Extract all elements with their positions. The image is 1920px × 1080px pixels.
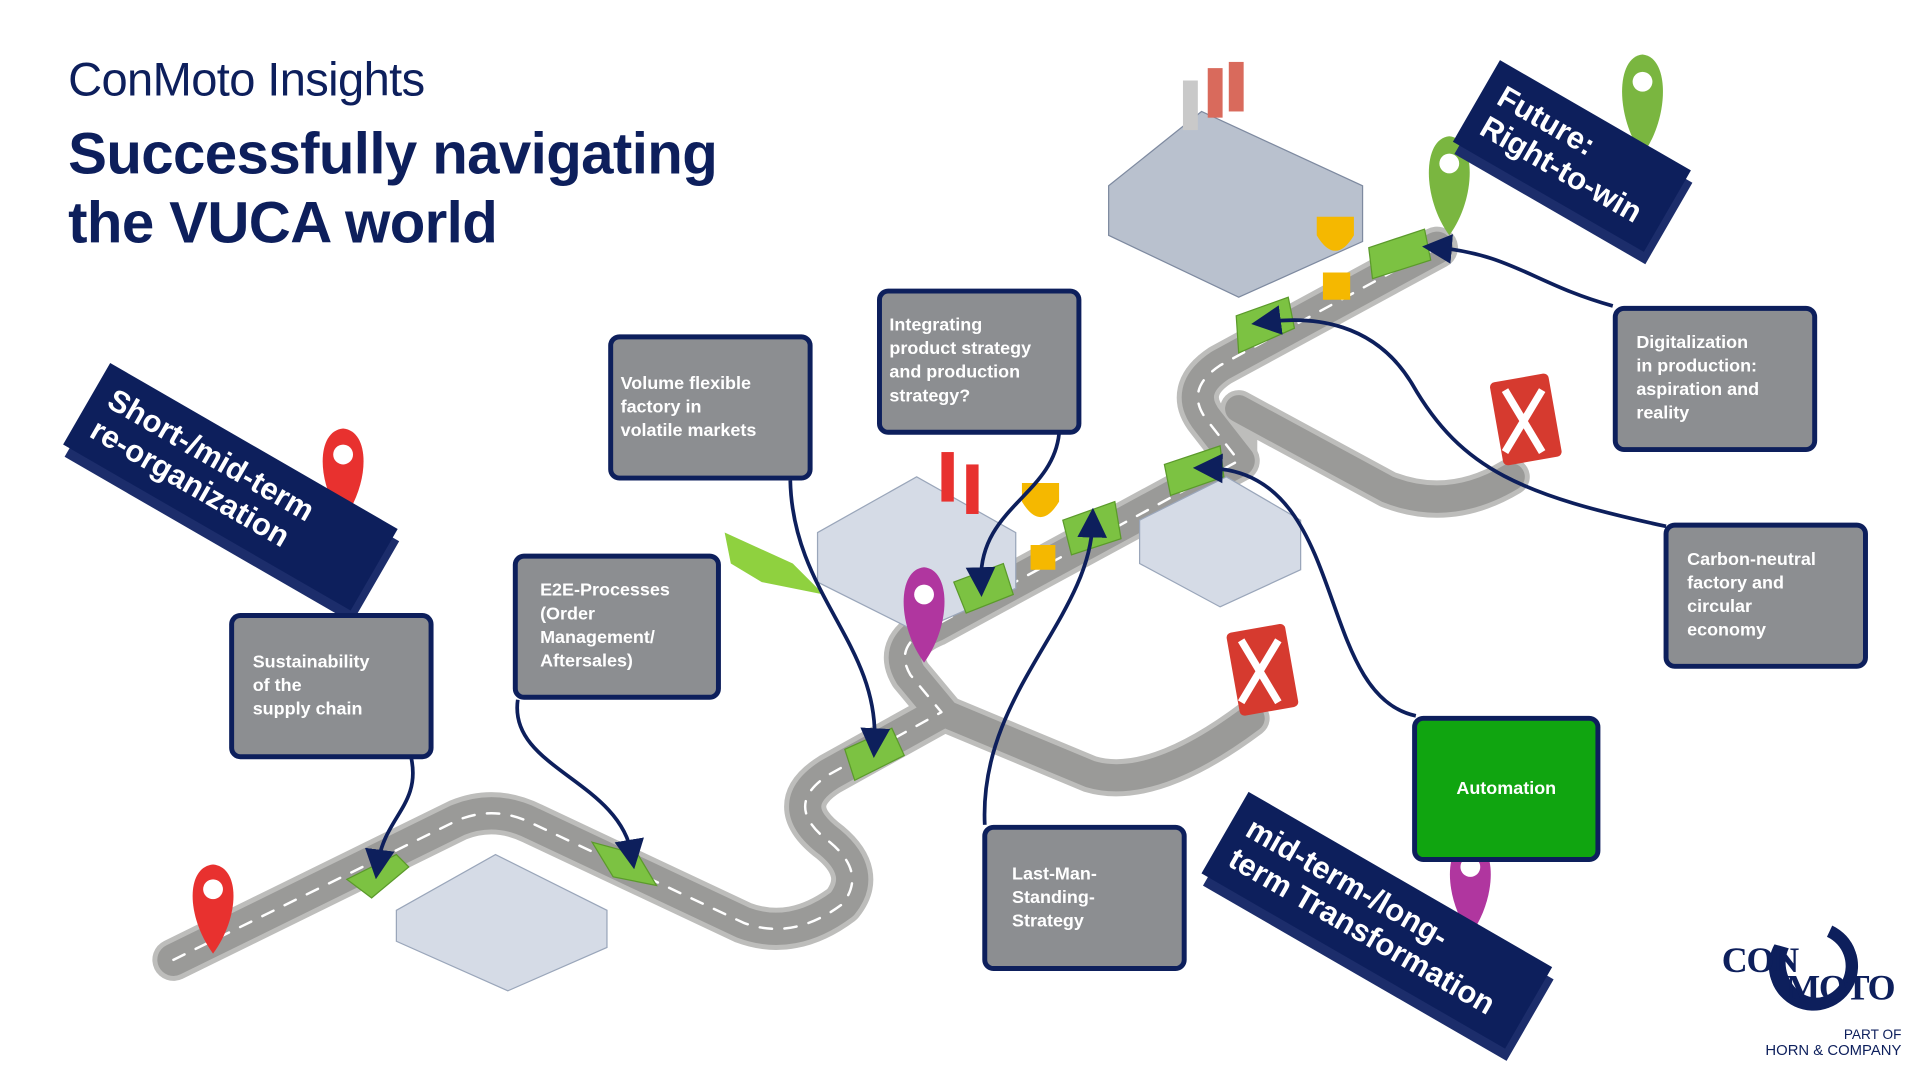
box-automation: Automation [1412,715,1601,862]
box-carbon-neutral: Carbon-neutral factory and circular econ… [1663,522,1868,669]
pin-green-1 [1428,136,1470,236]
box-sustainability: Sustainability of the supply chain [229,613,434,760]
road [152,226,1530,981]
logo-moto: MOTO [1786,968,1895,1009]
factory-bottom [395,853,608,992]
red-x-signs [1226,373,1562,716]
pin-red-start [192,864,234,954]
truck [724,532,824,595]
box-digitalization: Digitalization in production: aspiration… [1612,305,1818,453]
box-integrating-strategy: Integrating product strategy and product… [876,288,1082,435]
connector-arrows [365,234,1667,880]
box-e2e-processes: E2E-Processes (Order Management/ Aftersa… [512,553,721,700]
trophies [1021,216,1354,570]
brand-subtitle: ConMoto Insights [68,54,425,107]
factories [395,61,1364,992]
logo-part-of: PART OF [1843,1027,1902,1043]
box-volume-flexible: Volume flexible factory in volatile mark… [608,334,813,481]
title-line-1: Successfully navigating [68,120,718,186]
factory-future [1108,110,1364,298]
title-line-2: the VUCA world [68,189,498,256]
logo-company: HORN & COMPANY [1765,1041,1902,1059]
box-last-man-standing: Last-Man- Standing- Strategy [982,824,1187,971]
conmoto-logo: CON MOTO PART OF HORN & COMPANY [1719,908,1911,1063]
page-title: Successfully navigating the VUCA world [68,119,718,258]
pin-magenta-transformation [1449,839,1491,936]
logo-con: CON [1721,941,1799,981]
pin-green-2 [1622,54,1663,155]
pin-magenta-middle [903,567,945,663]
factory-right [1138,476,1302,608]
